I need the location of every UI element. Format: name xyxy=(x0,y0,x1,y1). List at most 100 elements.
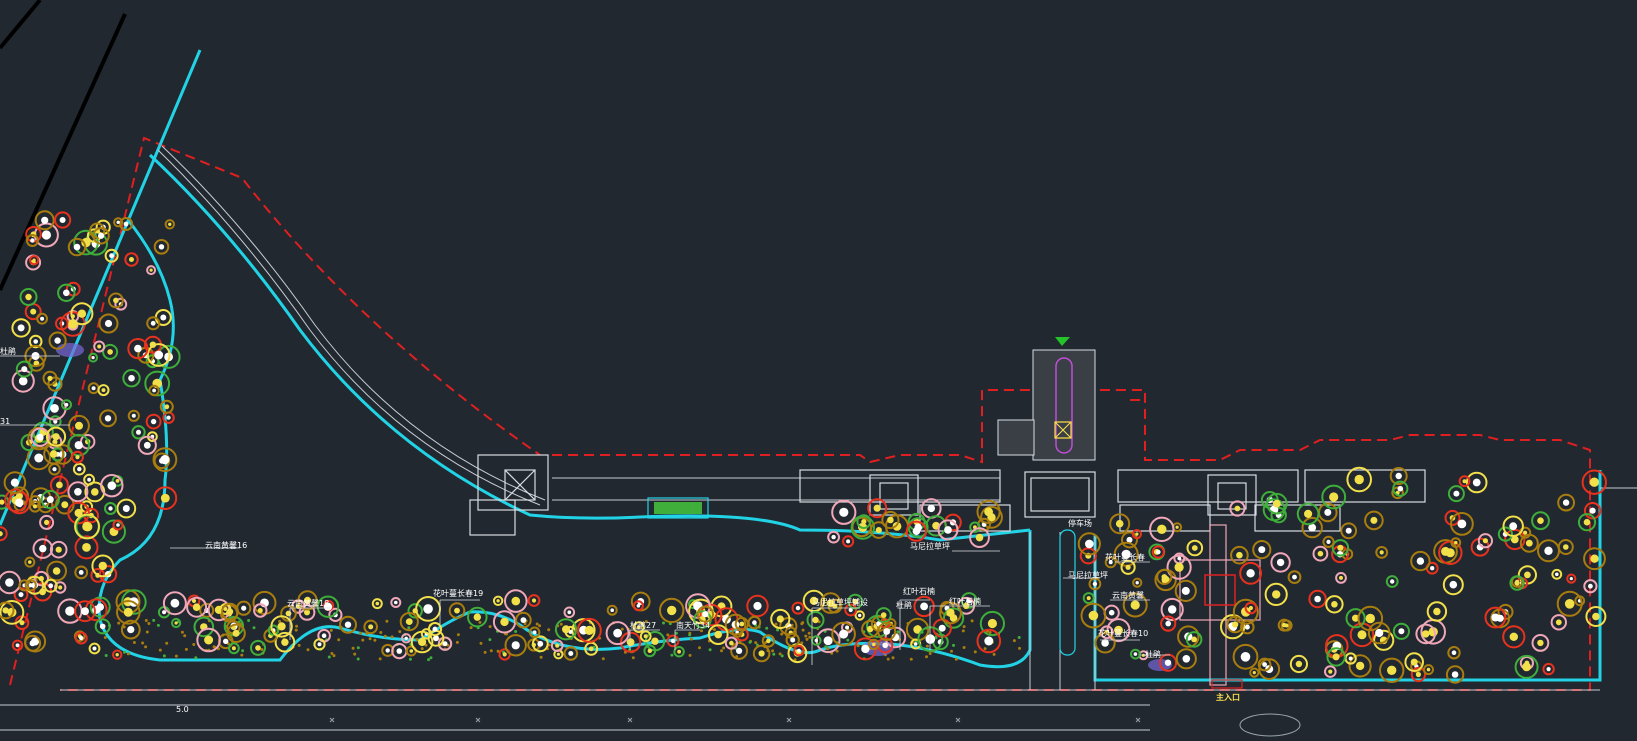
tree-symbol xyxy=(146,343,171,367)
tree-symbol xyxy=(122,369,141,388)
tree-symbol xyxy=(875,607,892,624)
shrub-dot xyxy=(361,638,365,642)
shrub-dot xyxy=(165,641,169,645)
tree-symbol xyxy=(1252,540,1272,560)
shrub-dot xyxy=(896,630,900,634)
tree-symbol xyxy=(74,600,96,623)
tree-symbol xyxy=(88,352,99,363)
shrub-dot xyxy=(329,628,333,632)
tree-symbol xyxy=(30,427,50,447)
tree-symbol xyxy=(88,642,101,655)
tree-symbol xyxy=(1174,579,1197,603)
tree-symbol xyxy=(870,521,888,539)
shrub-dot xyxy=(804,634,808,638)
shrub-dot xyxy=(891,656,895,660)
label-plant-6: 马尼拉草坪铺设 xyxy=(812,597,868,607)
tree-symbol xyxy=(100,474,124,498)
shrub-dot xyxy=(698,646,701,650)
tree-symbol xyxy=(108,292,124,309)
shrub-dot xyxy=(780,632,784,636)
built-structures xyxy=(469,454,1426,656)
tree-symbol xyxy=(1514,654,1539,679)
tree-symbol xyxy=(1357,605,1384,632)
tree-symbol xyxy=(905,520,928,542)
tree-symbol xyxy=(925,515,947,537)
shrub-dot xyxy=(162,654,166,658)
shrub-dot xyxy=(488,638,492,642)
shrub-dot xyxy=(688,633,692,637)
tree-symbol xyxy=(154,309,172,326)
shrub-dot xyxy=(385,619,389,623)
shrub-dot xyxy=(778,652,782,656)
tree-symbol xyxy=(639,630,652,643)
tree-symbol xyxy=(531,635,549,653)
shrub-dot xyxy=(156,623,160,627)
tree-symbol xyxy=(70,302,94,326)
shrub-dot xyxy=(547,628,551,632)
shrub-dot xyxy=(793,658,797,662)
shrub-dot xyxy=(805,637,809,641)
tree-symbol xyxy=(1270,552,1291,573)
shrub-dot xyxy=(141,641,145,645)
tree-symbol xyxy=(785,632,800,648)
label-plant-3: 花叶蔓长春19 xyxy=(433,588,483,598)
tree-symbol xyxy=(1375,546,1389,559)
tree-symbol xyxy=(92,227,110,245)
shrub-dot xyxy=(856,644,860,648)
tree-symbol xyxy=(1149,516,1175,542)
tree-symbol xyxy=(1160,615,1177,632)
shrub-dot xyxy=(192,643,196,646)
tree-symbol xyxy=(1264,582,1288,607)
tree-symbol xyxy=(1385,575,1399,588)
tree-symbol xyxy=(46,560,67,582)
tree-symbol xyxy=(498,648,511,661)
tree-symbol xyxy=(226,623,246,643)
tree-symbol xyxy=(236,600,252,616)
shrub-dot xyxy=(194,656,198,660)
shrub-dot xyxy=(126,652,130,656)
tree-symbol xyxy=(1240,619,1255,635)
tree-symbol xyxy=(659,597,685,624)
shrub-dot xyxy=(846,638,850,642)
shrub-dot xyxy=(620,627,624,631)
shrub-dot xyxy=(180,630,184,634)
tree-symbol xyxy=(1458,475,1471,488)
shrub-dot xyxy=(117,621,121,625)
tree-symbol xyxy=(1151,545,1165,559)
tree-symbol xyxy=(1504,528,1526,551)
tree-symbol xyxy=(24,579,37,592)
shrub-dot xyxy=(144,645,148,649)
tree-symbol xyxy=(119,217,134,231)
label-plant-10: 马尼拉草坪 xyxy=(910,541,950,551)
tree-symbol xyxy=(881,510,900,530)
tree-symbol xyxy=(116,600,141,625)
label-plant-12: 马尼拉草坪 xyxy=(1068,570,1108,580)
shrub-dot xyxy=(700,629,703,633)
tree-symbol xyxy=(1577,513,1597,532)
path-lines xyxy=(0,145,1637,731)
tree-symbol xyxy=(71,450,84,464)
shrub-dot xyxy=(970,619,974,623)
shrub-dot xyxy=(666,633,670,637)
shrub-dot xyxy=(983,647,987,651)
shrub-dot xyxy=(950,649,953,653)
tree-symbol xyxy=(1502,625,1526,649)
shrub-dot xyxy=(992,652,996,656)
tree-symbol xyxy=(1077,532,1101,556)
tree-symbol xyxy=(34,210,55,231)
tree-symbol xyxy=(1229,500,1246,517)
tree-symbol xyxy=(228,642,240,655)
tree-symbol xyxy=(976,499,1001,524)
shrub-dot xyxy=(765,626,769,630)
shrub-dot xyxy=(306,648,310,652)
tree-symbol xyxy=(707,624,729,645)
shrub-dot xyxy=(147,622,151,625)
tree-symbol xyxy=(94,618,111,635)
shrub-dot xyxy=(601,657,605,661)
shrub-dot xyxy=(496,649,500,653)
tree-symbol xyxy=(339,615,357,634)
shrub-dot xyxy=(415,638,419,641)
shrub-dot xyxy=(332,654,336,658)
tree-symbol xyxy=(643,644,657,658)
